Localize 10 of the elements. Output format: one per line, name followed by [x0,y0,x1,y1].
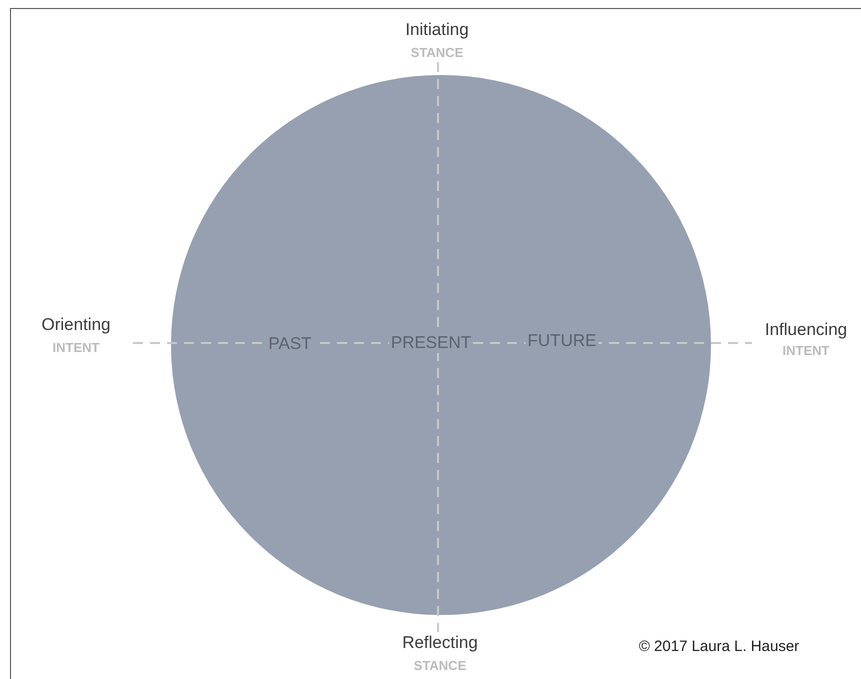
stance-label: STANCE [410,44,464,62]
intent-label: INTENT [782,342,830,360]
intent-label: INTENT [52,339,100,357]
pole-label: Orienting [42,315,110,335]
pole-label: Influencing [764,320,848,340]
pole-label: Initiating [405,20,469,40]
stance-label: STANCE [414,657,466,675]
pole-label: Reflecting [402,633,478,653]
copyright-note: © 2017 Laura L. Hauser [638,637,800,657]
time-label: PRESENT [388,333,474,353]
